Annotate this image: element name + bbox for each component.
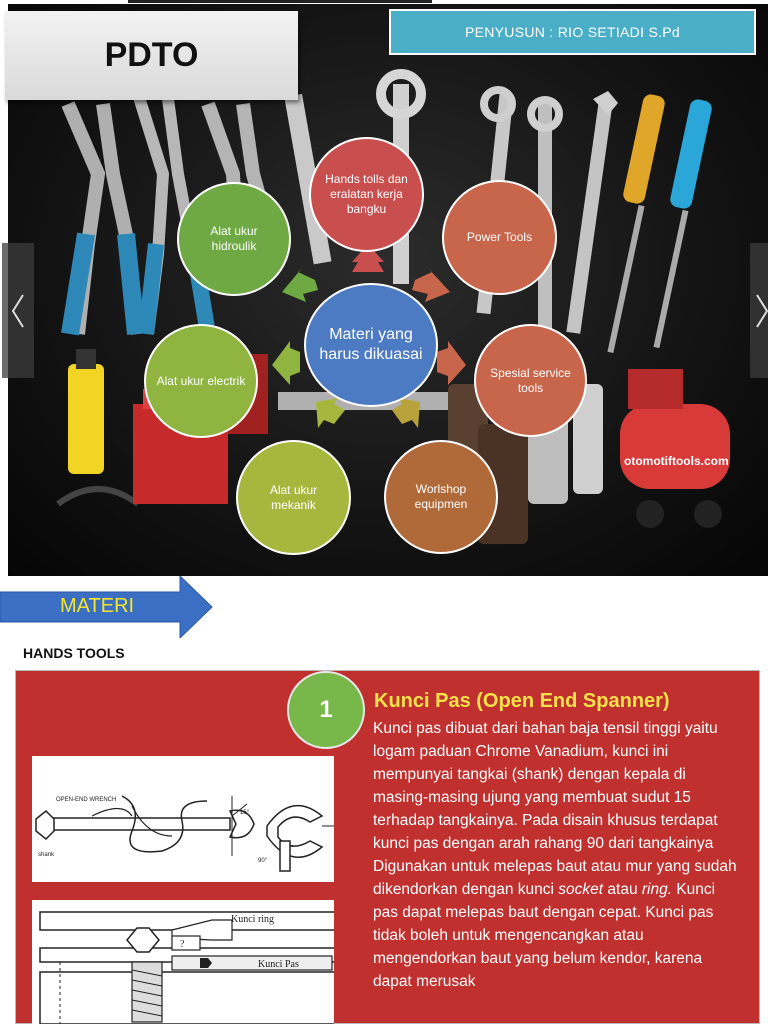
node-special-service-tools: Spesial service tools (474, 324, 587, 437)
top-divider (128, 0, 432, 3)
slide-title-box: PDTO (5, 11, 298, 100)
arrow-right-icon (437, 341, 466, 385)
slide-title: PDTO (104, 36, 199, 74)
node-alat-ukur-electrik: Alat ukur electrik (144, 324, 258, 438)
item-title: Kunci Pas (Open End Spanner) (374, 690, 670, 712)
chevron-right-icon (756, 293, 768, 328)
screwdriver-icon (607, 94, 712, 353)
pressure-washer-icon (56, 349, 140, 507)
materi-banner-label: MATERI (60, 595, 135, 617)
arrow-upright-icon (412, 268, 450, 302)
slide-preview: PDTO PENYUSUN : RIO SETIADI S.Pd Hands t… (0, 0, 768, 577)
svg-text:90°: 90° (258, 858, 268, 864)
svg-text:?: ? (180, 939, 185, 950)
arrow-up-icon (352, 244, 384, 272)
svg-text:Kunci ring: Kunci ring (231, 914, 274, 925)
svg-text:otomotiftools.com: otomotiftools.com (624, 454, 729, 468)
chevron-left-icon (11, 293, 24, 328)
next-slide-button[interactable] (750, 243, 768, 378)
ring-and-open-wrench-diagram: Kunci ring ? Kunci Pas (32, 900, 334, 1024)
arrow-downleft-icon (316, 398, 345, 428)
svg-text:Kunci Pas: Kunci Pas (258, 959, 299, 970)
item-description: Kunci pas dibuat dari bahan baja tensil … (373, 717, 743, 993)
materi-banner-arrow (0, 576, 213, 638)
arrow-downright-icon (392, 398, 420, 428)
arrow-upleft-icon (282, 268, 318, 302)
description-paragraph-1: Kunci pas dibuat dari bahan baja tensil … (373, 720, 718, 852)
node-alat-ukur-mekanik: Alat ukur mekanik (236, 440, 351, 555)
node-alat-ukur-hidroulik: Alat ukur hidroulik (177, 182, 291, 296)
compressor-icon (620, 369, 730, 528)
description-paragraph-2: Digunakan untuk melepas baut atau mur ya… (373, 858, 737, 990)
node-hands-tools: Hands tolls dan eralatan kerja bangku (309, 137, 424, 252)
svg-text:OPEN-END WRENCH: OPEN-END WRENCH (56, 797, 116, 803)
author-label: PENYUSUN : RIO SETIADI S.Pd (464, 24, 681, 40)
node-center: Materi yang harus dikuasai (304, 283, 438, 407)
section-heading: HANDS TOOLS (23, 645, 125, 661)
diagram-arrows (272, 244, 466, 428)
node-power-tools: Power Tools (442, 180, 557, 295)
arrow-left-icon (272, 341, 300, 385)
author-box: PENYUSUN : RIO SETIADI S.Pd (389, 9, 756, 55)
node-workshop-equipment: Worlshop equipmen (384, 440, 498, 554)
svg-text:15°: 15° (240, 810, 250, 816)
item-number-badge: 1 (287, 671, 365, 749)
prev-slide-button[interactable] (2, 243, 34, 378)
watermark: otomotiftools.com (624, 454, 729, 468)
open-end-wrench-diagram: OPEN-END WRENCH shank 15° 90° (32, 756, 334, 882)
svg-text:shank: shank (38, 852, 55, 858)
